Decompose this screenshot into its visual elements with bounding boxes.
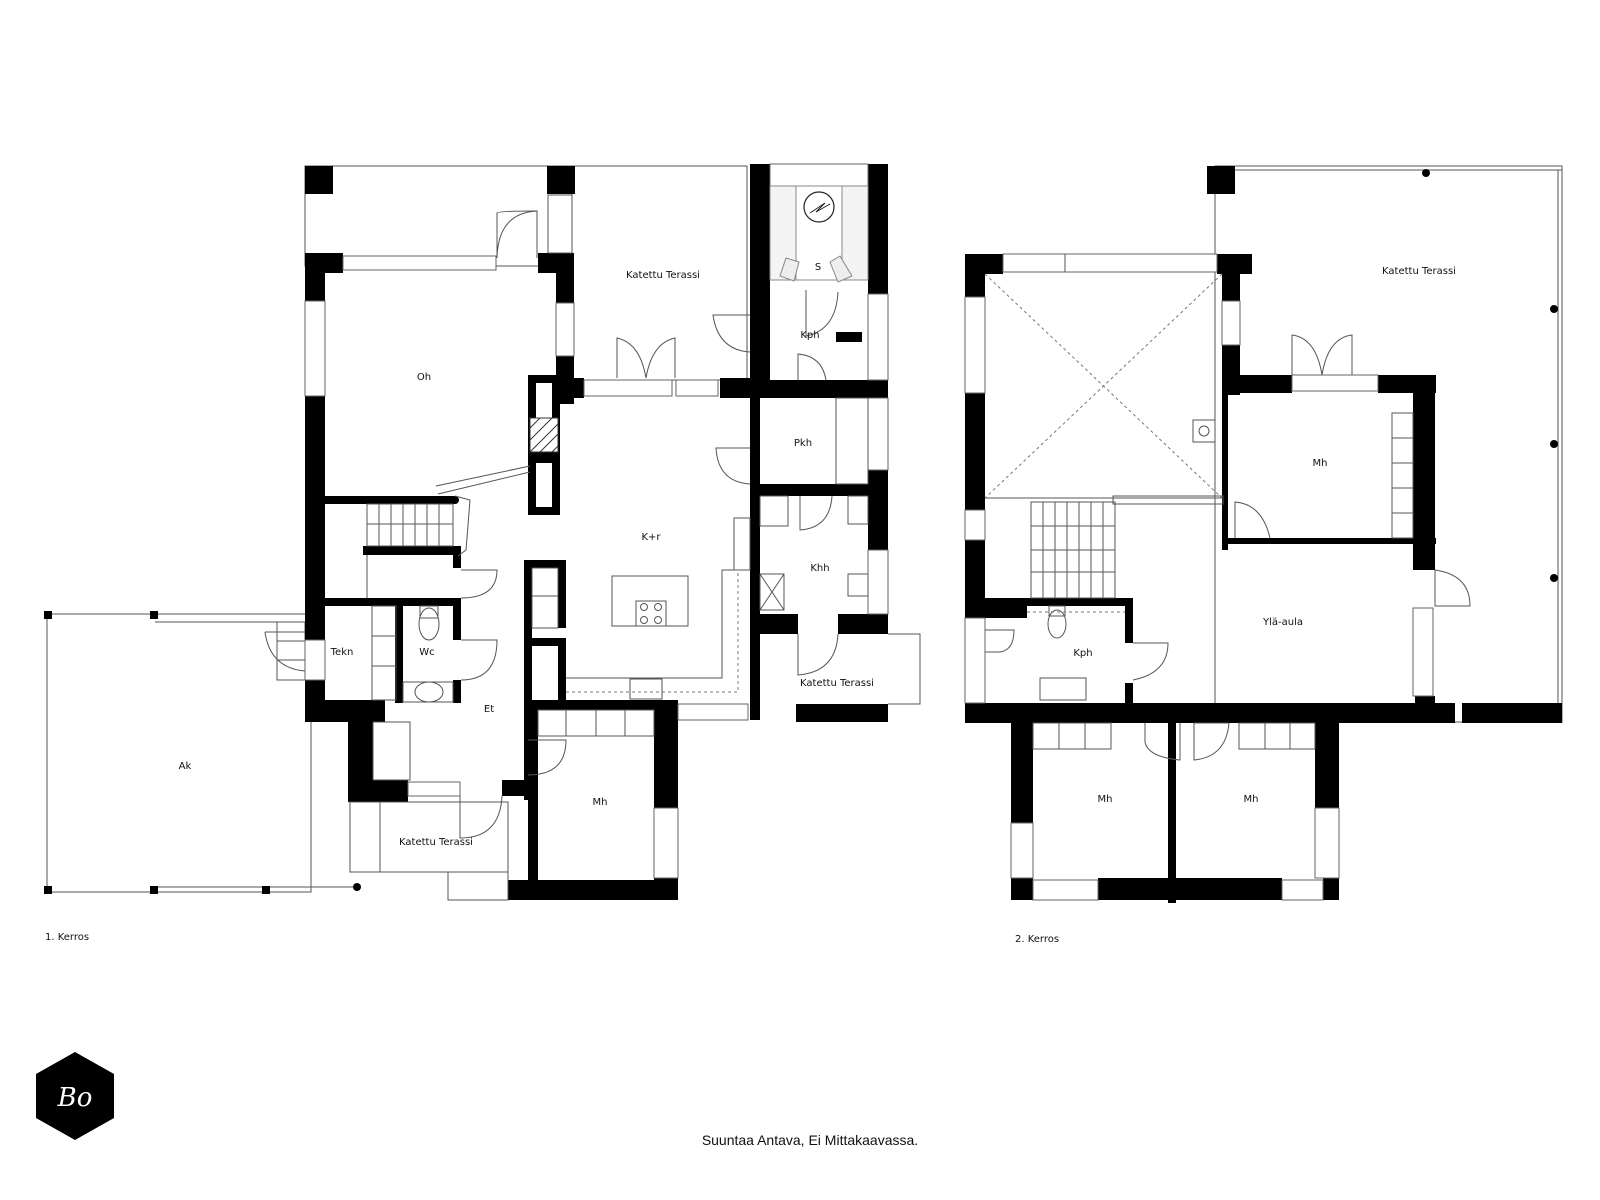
carport-outline [44, 611, 361, 894]
floor-1-stairs [366, 465, 531, 598]
floor-2-walls [965, 166, 1562, 903]
room-yla-aula-label: Ylä-aula [1262, 617, 1303, 628]
room-kph-upper-label: Kph [1073, 648, 1092, 659]
floor-2-stairs [1030, 495, 1224, 599]
room-mh-right-label: Mh [1244, 794, 1259, 805]
room-mh-upper-label: Mh [1313, 458, 1328, 469]
room-khh-label: Khh [810, 563, 829, 574]
room-terrace-bottom-label: Katettu Terassi [399, 837, 473, 848]
floor-2-fixtures [1027, 412, 1414, 750]
room-oh-label: Oh [417, 372, 431, 383]
room-terrace-top-label: Katettu Terassi [626, 270, 700, 281]
room-et-label: Et [484, 704, 494, 715]
room-pkh-label: Pkh [794, 438, 812, 449]
room-tekn-label: Tekn [330, 647, 354, 658]
room-ak-label: Ak [179, 761, 192, 772]
room-sauna-label: S [815, 262, 821, 273]
floor-1-fixtures [349, 185, 869, 901]
room-terrace-upper-label: Katettu Terassi [1382, 266, 1456, 277]
room-mh-left-label: Mh [1098, 794, 1113, 805]
floor-1-windows [304, 163, 889, 879]
room-terrace-right-label: Katettu Terassi [800, 678, 874, 689]
floor-1-doors [459, 210, 921, 839]
floor-2-label: 2. Kerros [1015, 934, 1059, 945]
floor-2-plan: Katettu Terassi Mh Ylä-aula Kph Mh Mh 2.… [964, 165, 1563, 945]
floor-1-label: 1. Kerros [45, 932, 89, 943]
floor-1-plan: Oh Katettu Terassi S Kph Pkh Khh K+r Tek… [44, 163, 921, 943]
room-wc-label: Wc [419, 647, 434, 658]
floor-2-open-void [984, 273, 1223, 499]
floor-2-doors [985, 334, 1471, 761]
logo-text: Bo [57, 1083, 93, 1113]
floor-1-walls [305, 164, 888, 900]
floor-2-windows [964, 253, 1434, 901]
room-kitchen-label: K+r [641, 532, 661, 543]
room-kph-label: Kph [800, 330, 819, 341]
company-logo: Bo [36, 1052, 114, 1140]
room-mh-label: Mh [593, 797, 608, 808]
disclaimer-note: Suuntaa Antava, Ei Mittakaavassa. [701, 1132, 919, 1148]
